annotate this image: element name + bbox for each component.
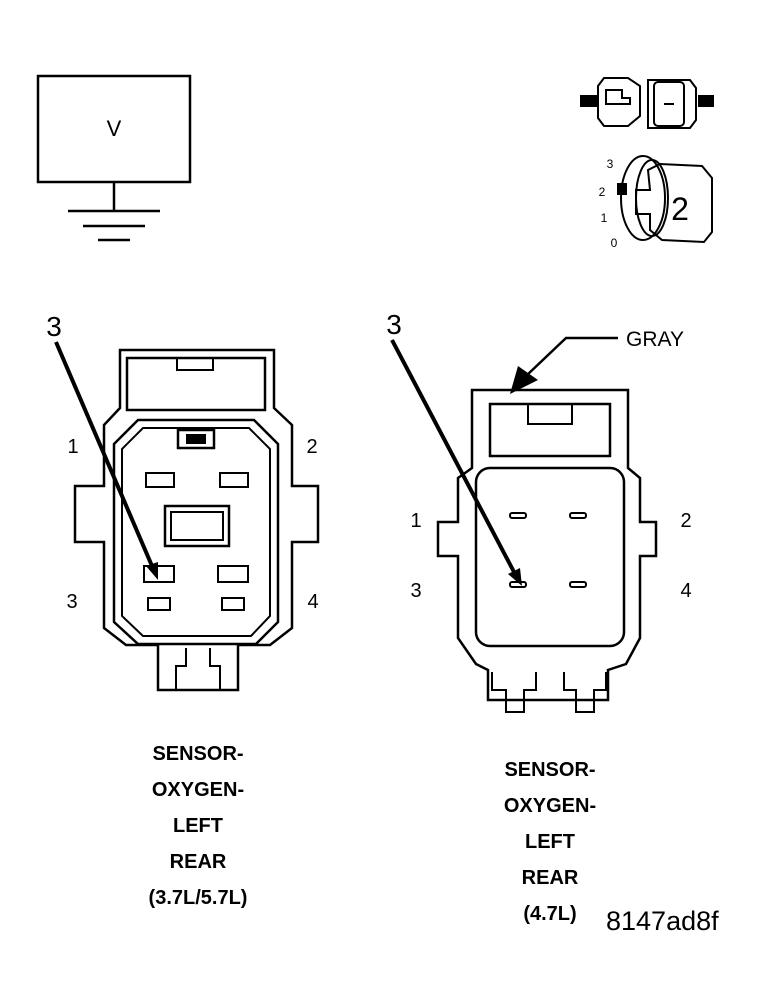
connector-plug-icon — [580, 77, 714, 129]
ign-pos-2: 2 — [599, 185, 606, 199]
right-caption-line-5: (4.7L) — [523, 903, 576, 925]
left-callout-arrow — [54, 341, 158, 580]
right-pin-1-label: 1 — [410, 510, 421, 532]
right-pin-3-label: 3 — [410, 580, 421, 602]
left-pin-4-label: 4 — [307, 591, 318, 613]
ground-icon — [68, 209, 160, 242]
gray-leader-arrow — [510, 336, 618, 394]
ign-pos-0: 0 — [611, 236, 618, 250]
left-pin-1-label: 1 — [67, 436, 78, 458]
voltmeter-symbol: V — [36, 74, 192, 211]
ignition-key-icon: 3 2 1 0 2 — [599, 155, 713, 250]
gray-color-label: GRAY — [626, 328, 684, 351]
right-caption-line-1: SENSOR- — [504, 759, 595, 781]
left-callout-number: 3 — [46, 311, 62, 342]
left-caption-line-4: REAR — [170, 851, 227, 873]
connector-left — [73, 348, 320, 692]
right-caption-line-3: LEFT — [525, 831, 575, 853]
right-caption-line-4: REAR — [522, 867, 579, 889]
left-pin-2-label: 2 — [306, 436, 317, 458]
ign-key-position: 2 — [671, 191, 689, 227]
right-callout-number: 3 — [386, 309, 402, 340]
right-caption-line-2: OXYGEN- — [504, 795, 596, 817]
figure-code: 8147ad8f — [606, 906, 719, 936]
ign-pos-1: 1 — [601, 211, 608, 225]
right-pin-4-label: 4 — [680, 580, 691, 602]
left-caption-line-1: SENSOR- — [152, 743, 243, 765]
right-callout-arrow — [390, 339, 522, 586]
voltmeter-label: V — [107, 116, 122, 141]
ign-pos-3: 3 — [607, 157, 614, 171]
left-pin-3-label: 3 — [66, 591, 77, 613]
right-pin-2-label: 2 — [680, 510, 691, 532]
left-caption-line-5: (3.7L/5.7L) — [149, 887, 248, 909]
left-caption-line-2: OXYGEN- — [152, 779, 244, 801]
connector-right — [436, 388, 658, 713]
left-caption-line-3: LEFT — [173, 815, 223, 837]
